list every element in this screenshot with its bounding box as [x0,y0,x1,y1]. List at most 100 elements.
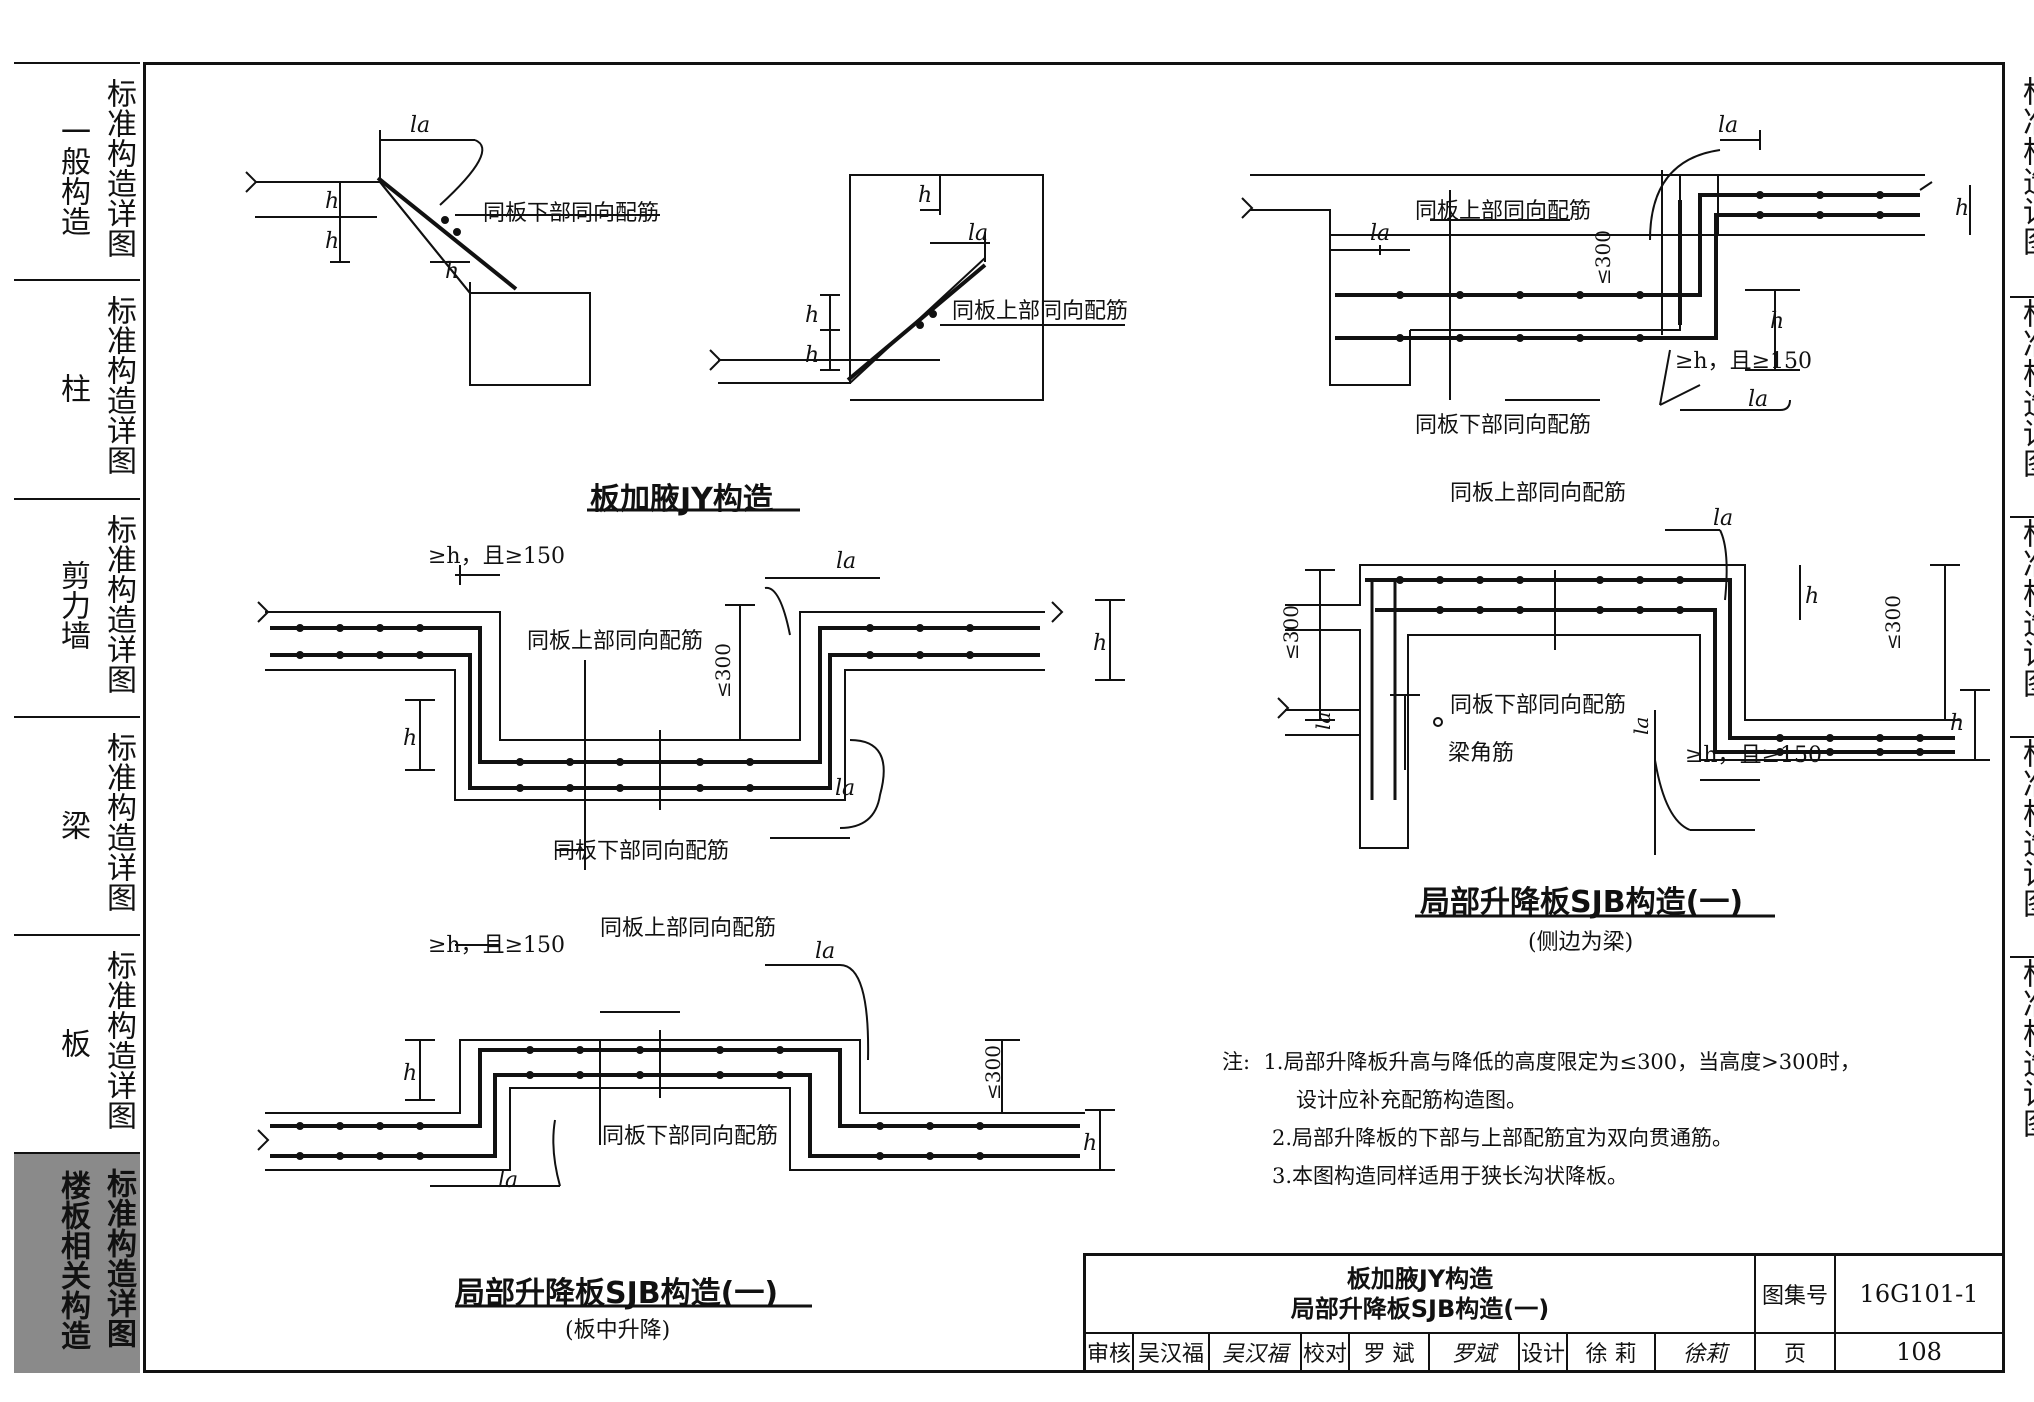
note-1b: 设计应补充配筋构造图。 [1296,1088,1527,1112]
note-1: 1.局部升降板升高与降低的高度限定为≤300，当高度>300时， [1263,1050,1861,1074]
label-same-upper: 同板上部同向配筋 [952,299,1128,324]
label-ge-h-150: ≥h，且≥150 [1675,349,1812,374]
label-same-upper: 同板上部同向配筋 [527,629,703,654]
dim-h: h [1805,584,1819,609]
dim-le300: ≤300 [1279,605,1303,660]
caption-sjb-beam-sub: (侧边为梁) [1528,930,1634,955]
dim-h: h [1093,631,1107,656]
tab-title: 楼板相关构造 [55,1170,90,1350]
title-cell: 板加腋JY构造 局部升降板SJB构造(一) [1086,1256,1756,1334]
dim-le300: ≤300 [1591,230,1615,285]
dim-h: h [1083,1131,1097,1156]
tab-general[interactable]: 一般构造 标准构造详图 [14,62,140,279]
check-label: 校对 [1302,1334,1350,1370]
label-same-lower: 同板下部同向配筋 [1415,413,1591,438]
dim-la: la [498,1168,518,1193]
tab-column[interactable]: 柱 标准构造详图 [14,279,140,498]
dim-le300: ≤300 [981,1045,1005,1100]
label-same-upper: 同板上部同向配筋 [1415,199,1591,224]
tab-beam[interactable]: 梁 标准构造详图 [14,716,140,934]
caption-sjb-beam: 局部升降板SJB构造(一) [1420,885,1744,920]
title-1: 板加腋JY构造 [1346,1265,1494,1293]
dim-h: h [805,343,819,368]
tab-subtitle: 标准构造详图 [101,950,136,1130]
caption-sjb-mid: 局部升降板SJB构造(一) [455,1276,779,1311]
caption-jy: 板加腋JY构造 [590,482,773,517]
label-same-upper: 同板上部同向配筋 [1450,481,1626,506]
dim-h: h [403,1061,417,1086]
tab-title: 一般构造 [55,116,90,236]
jy-haunch-right-diagram [709,174,1125,401]
tab-title: 剪力墙 [55,560,90,650]
tab-shear-wall[interactable]: 剪力墙 标准构造详图 [14,498,140,716]
label-same-lower: 同板下部同向配筋 [483,201,659,226]
review-label: 审核 [1086,1334,1134,1370]
note-3: 3.本图构造同样适用于狭长沟状降板。 [1272,1164,1629,1188]
notes: 注: 1.局部升降板升高与降低的高度限定为≤300，当高度>300时， 设计应补… [1222,1043,1861,1195]
dim-la: la [1713,506,1733,531]
sjb-beam-side-top-diagram [1241,130,1971,411]
checker-signature: 罗斌 [1430,1334,1520,1370]
tab-subtitle: 标准构造详图 [101,1168,136,1348]
title-2: 局部升降板SJB构造(一) [1290,1295,1550,1323]
tab-floor-related[interactable]: 楼板相关构造 标准构造详图 [14,1152,140,1373]
tab-subtitle: 标准构造详图 [101,514,136,694]
reviewer-signature: 吴汉福 [1210,1334,1302,1370]
note-2: 2.局部升降板的下部与上部配筋宜为双向贯通筋。 [1272,1126,1734,1150]
right-tab[interactable]: 标准构造详图 [2010,736,2034,956]
label-same-lower: 同板下部同向配筋 [1450,693,1626,718]
atlas-number: 16G101-1 [1836,1256,2002,1334]
dim-la: la [1718,113,1738,138]
dim-la: la [410,113,430,138]
dim-la: la [1311,712,1335,730]
sjb-raised-diagram [257,944,1115,1187]
notes-head: 注: [1222,1050,1251,1074]
right-tab[interactable]: 标准构造详图 [2010,516,2034,736]
tab-subtitle: 标准构造详图 [101,295,136,475]
dim-h: h [403,726,417,751]
tab-slab[interactable]: 板 标准构造详图 [14,934,140,1152]
dim-h: h [918,183,932,208]
dim-le300: ≤300 [711,643,735,698]
label-same-upper: 同板上部同向配筋 [600,916,776,941]
title-block: 板加腋JY构造 局部升降板SJB构造(一) 图集号 16G101-1 审核 吴汉… [1083,1253,2005,1373]
tab-title: 柱 [55,373,90,403]
right-tab[interactable]: 标准构造详图 [2017,76,2034,256]
right-tab[interactable]: 标准构造详图 [2010,956,2034,1176]
dim-la: la [1370,221,1390,246]
page-label: 页 [1756,1334,1836,1370]
dim-h: h [445,259,459,284]
jy-haunch-left-diagram [245,130,660,386]
caption-sjb-mid-sub: (板中升降) [565,1318,671,1343]
page-number: 108 [1896,1338,1942,1366]
dim-le300: ≤300 [1881,595,1905,650]
dim-la: la [968,221,988,246]
tab-subtitle: 标准构造详图 [101,78,136,258]
designer-signature: 徐莉 [1656,1334,1756,1370]
dim-h: h [325,189,339,214]
label-ge-h-150: ≥h，且≥150 [428,933,565,958]
label-ge-h-150: ≥h，且≥150 [1685,743,1822,768]
checker: 罗 斌 [1350,1334,1430,1370]
tab-title: 梁 [55,810,90,840]
dim-h: h [1770,309,1784,334]
reviewer: 吴汉福 [1134,1334,1210,1370]
dim-h: h [325,229,339,254]
label-same-lower: 同板下部同向配筋 [602,1124,778,1149]
tab-subtitle: 标准构造详图 [101,732,136,912]
dim-la: la [1748,387,1768,412]
tab-title: 板 [55,1028,90,1058]
left-index-tabs: 一般构造 标准构造详图 柱 标准构造详图 剪力墙 标准构造详图 梁 标准构造详图… [14,62,140,1373]
right-tab[interactable]: 标准构造详图 [2010,296,2034,516]
dim-h: h [805,303,819,328]
dim-la: la [835,776,855,801]
label-beam-corner: 梁角筋 [1448,741,1514,766]
label-same-lower: 同板下部同向配筋 [553,839,729,864]
sjb-mid-slab-diagram [257,565,1125,870]
right-index-tabs: 标准构造详图 标准构造详图 标准构造详图 标准构造详图 标准构造详图 [2008,62,2034,1373]
drawing-frame [143,62,2005,1373]
atlas-label: 图集号 [1756,1256,1836,1334]
dim-la: la [815,939,835,964]
dim-la: la [1629,717,1653,735]
